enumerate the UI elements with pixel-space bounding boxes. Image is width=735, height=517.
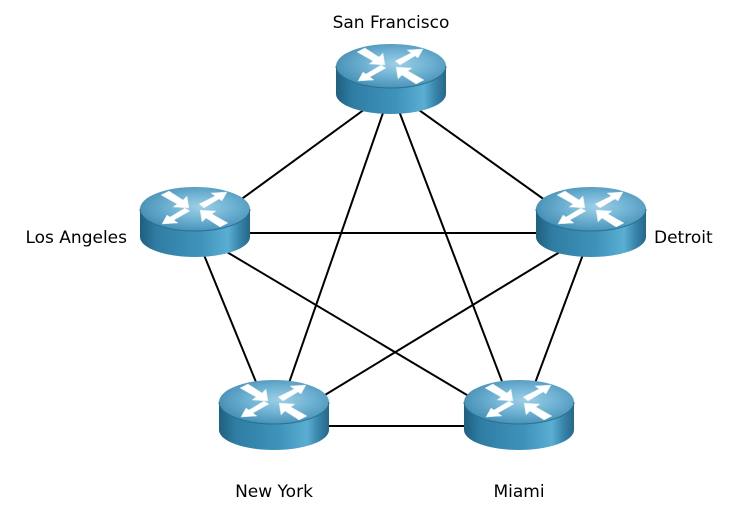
- router-icon[interactable]: [335, 43, 447, 115]
- router-label: New York: [235, 482, 313, 502]
- router-node-la[interactable]: Los Angeles: [25, 186, 251, 258]
- link-sf-miami: [390, 89, 520, 427]
- router-label: San Francisco: [333, 13, 450, 33]
- links-layer: [194, 89, 592, 427]
- router-icon[interactable]: [535, 186, 647, 258]
- router-label: Detroit: [654, 228, 713, 248]
- router-node-detroit[interactable]: Detroit: [535, 186, 713, 258]
- router-node-ny[interactable]: New York: [218, 379, 330, 502]
- link-detroit-ny: [273, 232, 592, 427]
- link-sf-ny: [273, 89, 392, 427]
- router-label: Miami: [493, 482, 544, 502]
- router-node-sf[interactable]: San Francisco: [333, 13, 450, 115]
- router-node-miami[interactable]: Miami: [463, 379, 575, 502]
- router-icon[interactable]: [463, 379, 575, 451]
- router-label: Los Angeles: [25, 228, 127, 248]
- router-icon[interactable]: [218, 379, 330, 451]
- link-la-miami: [194, 232, 520, 427]
- router-icon[interactable]: [139, 186, 251, 258]
